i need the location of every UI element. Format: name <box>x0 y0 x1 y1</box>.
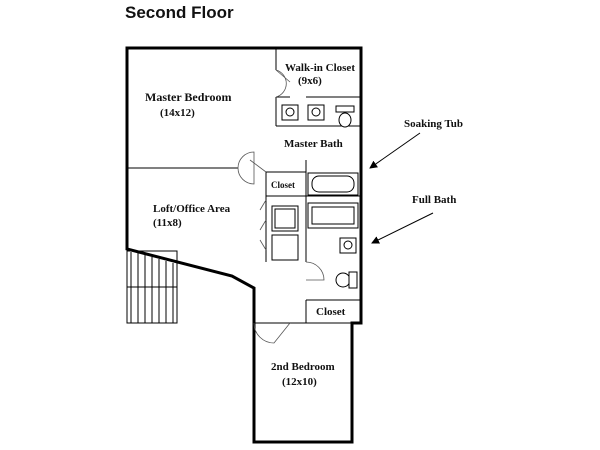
door-swings <box>237 69 325 344</box>
master-bedroom-size: (14x12) <box>160 107 195 119</box>
toilet-bowl <box>335 272 351 288</box>
master-bedroom-label: Master Bedroom <box>145 90 232 104</box>
stairs <box>126 250 178 324</box>
soaking-tub-arrow <box>369 132 421 169</box>
full-bath-arrow <box>371 212 434 244</box>
laundry-appliances <box>271 205 299 261</box>
second-bedroom-size: (12x10) <box>282 376 317 388</box>
full-bath-annotation: Full Bath <box>412 194 456 206</box>
walk-in-closet-size: (9x6) <box>298 75 322 87</box>
page-title: Second Floor <box>125 3 234 22</box>
hall-closet-label: Closet <box>271 180 295 190</box>
toilet-tank <box>335 105 355 113</box>
master-bath-label: Master Bath <box>284 138 343 150</box>
soaking-tub <box>307 172 359 196</box>
toilet-tank <box>348 271 358 289</box>
interior-walls <box>127 48 361 324</box>
lower-closet-label: Closet <box>316 306 346 318</box>
second-bedroom-label: 2nd Bedroom <box>271 361 335 373</box>
master-bath-fixtures <box>281 104 355 128</box>
walk-in-closet-label: Walk-in Closet <box>285 62 355 74</box>
loft-office-size: (11x8) <box>153 217 182 229</box>
soaking-tub-annotation: Soaking Tub <box>404 118 463 130</box>
loft-office-label: Loft/Office Area <box>153 203 231 215</box>
dryer <box>271 234 299 261</box>
full-bath-fixtures <box>307 202 359 289</box>
exterior-walls <box>125 46 363 444</box>
toilet-bowl <box>338 112 352 128</box>
